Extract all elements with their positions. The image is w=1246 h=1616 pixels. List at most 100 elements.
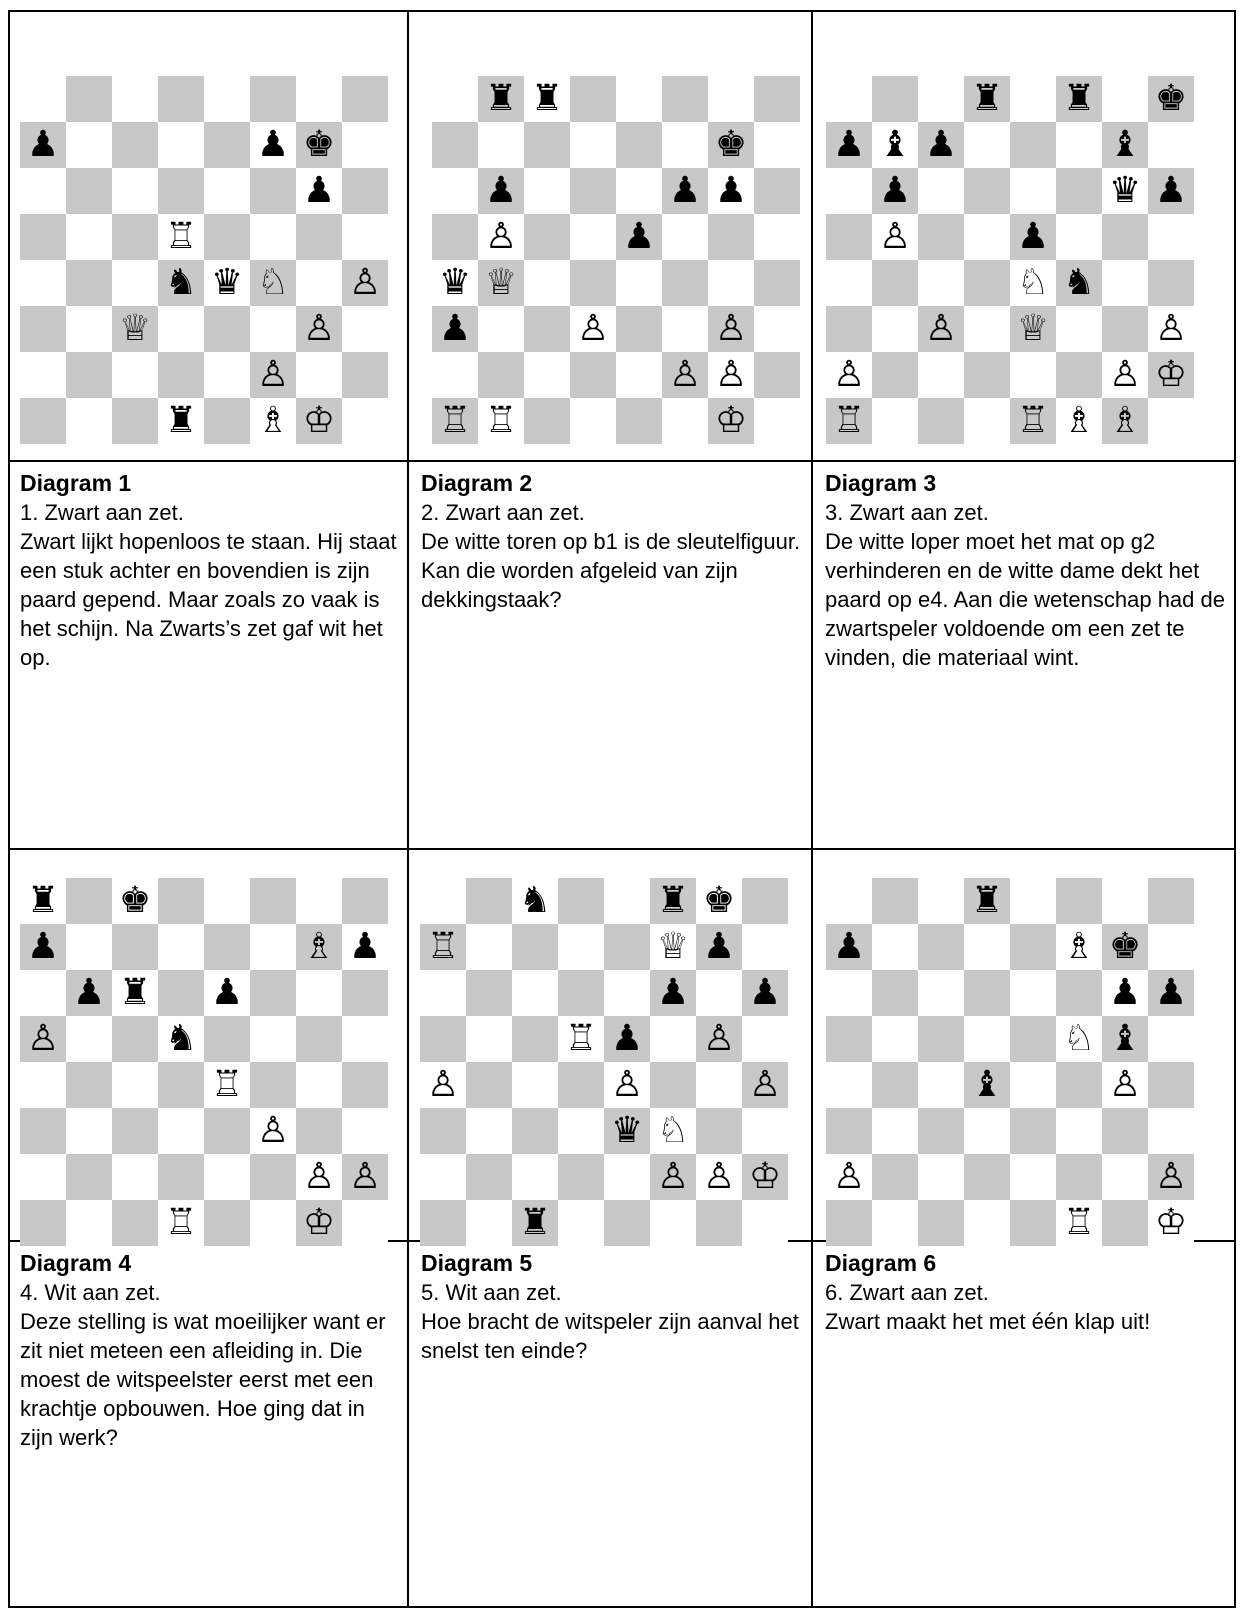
board-square [158,878,204,924]
black-pawn-icon: ♟ [485,168,517,214]
diagram-prompt: 2. Zwart aan zet. [421,498,806,527]
board-square [754,306,800,352]
black-pawn-icon: ♟ [623,214,655,260]
board-square: ♜ [112,970,158,1016]
board-square: ♟ [616,214,662,260]
board-square: ♝ [1102,122,1148,168]
white-rook-icon: ♖ [485,398,517,444]
board-square [1056,306,1102,352]
white-pawn-icon: ♙ [1109,352,1141,398]
board-square [20,352,66,398]
board-square [872,1016,918,1062]
board-square [964,352,1010,398]
board-square [296,76,342,122]
board-square: ♖ [826,398,872,444]
black-pawn-icon: ♟ [749,970,781,1016]
board-square: ♙ [296,306,342,352]
board-square: ♚ [1102,924,1148,970]
board-square [1010,1108,1056,1154]
board-square: ♞ [158,1016,204,1062]
board-square [662,398,708,444]
board-square [66,1154,112,1200]
board-square: ♕ [112,306,158,352]
board-square [558,878,604,924]
board-square [604,1200,650,1246]
board-square [918,1200,964,1246]
board-square [478,122,524,168]
board-square [1148,878,1194,924]
board-square [432,76,478,122]
board-square: ♖ [1010,398,1056,444]
board-square [964,168,1010,214]
white-pawn-icon: ♙ [657,1154,689,1200]
board-square: ♙ [826,1154,872,1200]
board-square [616,122,662,168]
board-square [250,878,296,924]
black-rook-icon: ♜ [27,878,59,924]
board-square [1010,168,1056,214]
diagram-text: Deze stelling is wat moeilijker want er … [20,1307,400,1452]
board-square: ♕ [478,260,524,306]
board-square [512,1062,558,1108]
board-square [558,1062,604,1108]
black-pawn-icon: ♟ [669,168,701,214]
board-square [66,1016,112,1062]
board-square [420,1154,466,1200]
board-square [342,1016,388,1062]
board-square [1148,1016,1194,1062]
board-square [570,260,616,306]
board-square [1010,924,1056,970]
white-bishop-icon: ♗ [1063,398,1095,444]
board-square [754,122,800,168]
board-square: ♞ [1056,260,1102,306]
board-square [20,1154,66,1200]
board-square [558,1108,604,1154]
board-square [250,1062,296,1108]
puzzle-grid: ♟♟♚♟♖♞♛♘♙♕♙♙♜♗♔ Diagram 1 1. Zwart aan z… [8,10,1236,1608]
board-square [662,306,708,352]
column-divider [407,12,409,1606]
white-knight-icon: ♘ [257,260,289,306]
board-square: ♟ [604,1016,650,1062]
board-square [1102,260,1148,306]
white-pawn-icon: ♙ [485,214,517,260]
board-square [826,260,872,306]
board-square [918,1062,964,1108]
board-square [204,168,250,214]
chess-board-6: ♜♟♗♚♟♟♘♝♝♙♙♙♖♔ [826,878,1194,1246]
board-square [1148,260,1194,306]
board-square: ♙ [20,1016,66,1062]
board-square: ♘ [1010,260,1056,306]
board-square [604,924,650,970]
board-square: ♔ [296,1200,342,1246]
diagram-prompt: 5. Wit aan zet. [421,1278,806,1307]
board-square [1102,306,1148,352]
diagram-title: Diagram 6 [825,1249,1230,1278]
board-square: ♙ [342,1154,388,1200]
board-square [964,398,1010,444]
board-square [918,1016,964,1062]
board-square [342,122,388,168]
white-knight-icon: ♘ [1017,260,1049,306]
board-square [1148,1108,1194,1154]
board-square [918,214,964,260]
board-square [1056,122,1102,168]
diagram-text: De witte toren op b1 is de sleutelfiguur… [421,527,806,614]
white-knight-icon: ♘ [657,1108,689,1154]
board-square [158,1108,204,1154]
board-square [872,398,918,444]
board-square [66,214,112,260]
board-square [296,260,342,306]
board-square: ♙ [604,1062,650,1108]
caption-4: Diagram 4 4. Wit aan zet. Deze stelling … [20,1249,400,1452]
chess-board-4: ♜♚♟♗♟♟♜♟♙♞♖♙♙♙♖♔ [20,878,388,1246]
chess-board-3: ♜♜♚♟♝♟♝♟♛♟♙♟♘♞♙♕♙♙♙♔♖♖♗♗ [826,76,1194,444]
board-square [66,76,112,122]
board-square [1148,1062,1194,1108]
board-square: ♖ [558,1016,604,1062]
white-pawn-icon: ♙ [1155,1154,1187,1200]
board-square: ♙ [696,1016,742,1062]
white-bishop-icon: ♗ [257,398,289,444]
board-square: ♙ [872,214,918,260]
board-square [826,76,872,122]
